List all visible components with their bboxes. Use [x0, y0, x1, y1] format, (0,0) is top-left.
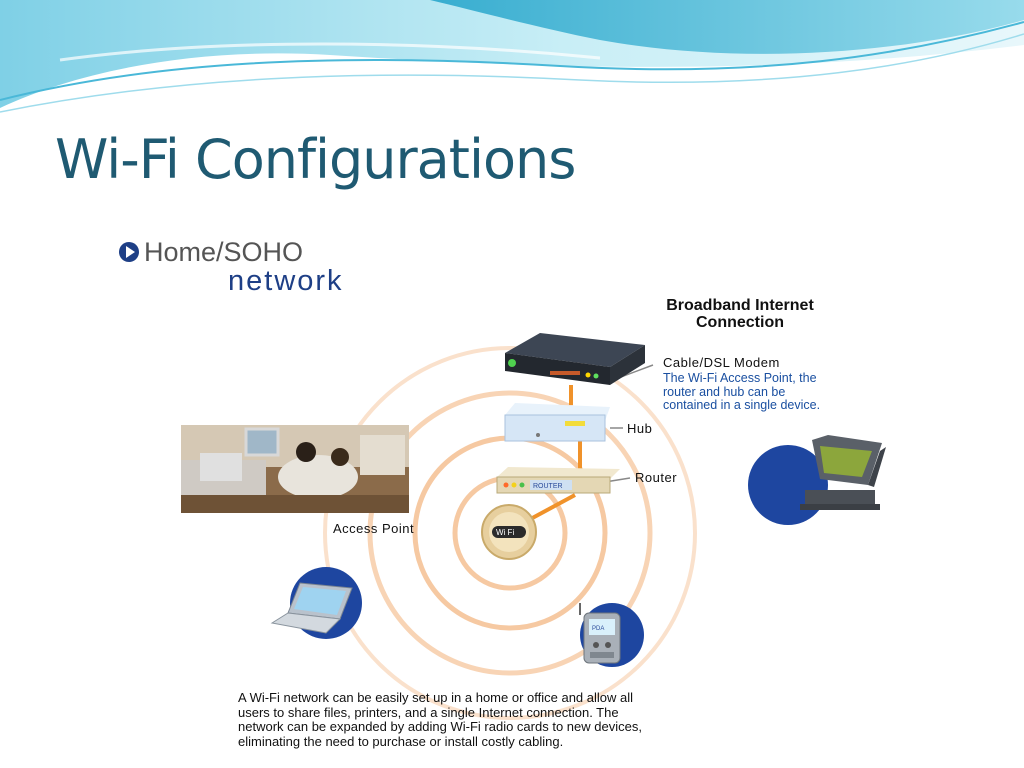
hub-icon — [504, 403, 610, 442]
pda-badge-text: PDA — [592, 626, 604, 632]
office-photo — [181, 425, 409, 513]
wifi-diagram-panel: ROUTER Wi Fi — [60, 215, 1024, 768]
play-bullet-icon — [119, 242, 139, 262]
caption-line: A Wi-Fi network can be easily set up in … — [238, 690, 634, 705]
slide-title: Wi-Fi Configurations — [55, 128, 576, 191]
router-badge-text: ROUTER — [533, 483, 563, 490]
router-icon: ROUTER — [496, 467, 620, 494]
diagram-subheading: network — [228, 265, 344, 297]
access-point-badge-text: Wi Fi — [496, 528, 514, 537]
caption-line: eliminating the need to purchase or inst… — [238, 733, 564, 749]
modem-icon — [505, 333, 645, 385]
broadband-label: Broadband Internet Connection — [620, 297, 860, 331]
desktop-computer-icon — [748, 435, 886, 525]
note-line: router and hub can be — [663, 384, 786, 399]
router-label: Router — [635, 470, 678, 485]
broadband-label-line: Connection — [696, 314, 784, 331]
caption-line: users to share files, printers, and a si… — [238, 704, 619, 720]
access-point-icon: Wi Fi — [481, 504, 537, 560]
note-line: The Wi-Fi Access Point, the — [663, 371, 817, 385]
single-device-note: The Wi-Fi Access Point, the router and h… — [663, 371, 943, 413]
diagram-heading: Home/SOHO — [118, 237, 303, 268]
pda-icon: PDA — [579, 603, 644, 667]
note-line: contained in a single device. — [663, 398, 821, 412]
broadband-label-line: Broadband Internet — [666, 297, 814, 314]
caption-line: network can be expanded by adding Wi-Fi … — [238, 719, 642, 734]
diagram-heading-text: Home/SOHO — [144, 237, 304, 267]
network-diagram: ROUTER Wi Fi — [181, 333, 886, 720]
header-wave-banner — [0, 0, 1024, 113]
diagram-caption: A Wi-Fi network can be easily set up in … — [238, 690, 938, 749]
access-point-label: Access Point — [333, 521, 415, 536]
modem-label: Cable/DSL Modem — [663, 355, 780, 370]
laptop-icon — [270, 567, 362, 639]
hub-label: Hub — [627, 421, 653, 436]
